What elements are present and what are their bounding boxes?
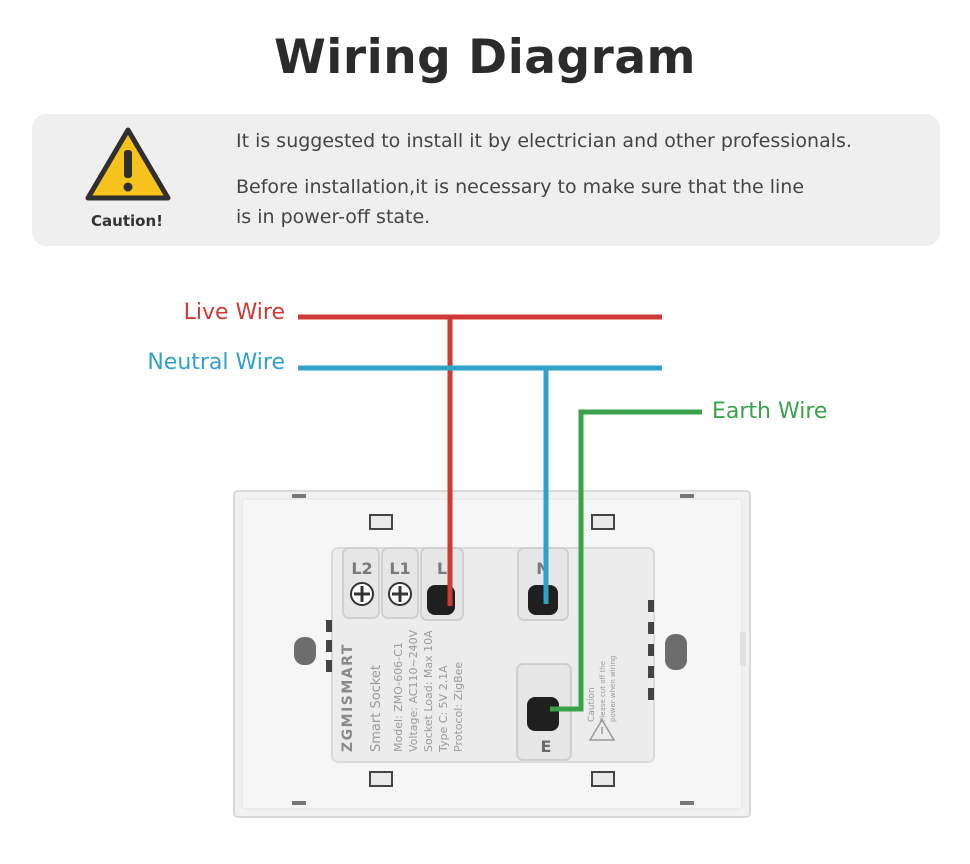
earth-wire bbox=[550, 409, 702, 712]
device-caution-title: Caution bbox=[587, 687, 597, 722]
caution-text-line-3: is in power-off state. bbox=[236, 206, 431, 228]
device-warning-icon bbox=[588, 718, 616, 741]
device-spec-protocol: Protocol: ZigBee bbox=[452, 662, 465, 752]
terminal-label-l: L bbox=[437, 559, 447, 578]
neutral-wire bbox=[298, 365, 662, 604]
terminal-label-e: E bbox=[541, 737, 552, 756]
device-label-group: ZGMISMART Smart Socket Model: ZMO-606-C1… bbox=[340, 629, 465, 753]
caution-text-line-1: It is suggested to install it by electri… bbox=[236, 130, 852, 152]
device-spec-load: Socket Load: Max 10A bbox=[422, 630, 435, 752]
terminal-label-l1: L1 bbox=[389, 559, 410, 578]
caution-text-line-2: Before installation,it is necessary to m… bbox=[236, 176, 805, 198]
neutral-wire-label: Neutral Wire bbox=[147, 350, 285, 375]
caution-label: Caution! bbox=[91, 212, 163, 230]
device-spec-model: Model: ZMO-606-C1 bbox=[392, 642, 405, 752]
device-name: Smart Socket bbox=[369, 665, 384, 752]
device-caution-text-2: power when wiring bbox=[609, 656, 617, 722]
device-caution-text-1: Please cut off the bbox=[599, 661, 607, 722]
earth-wire-label: Earth Wire bbox=[712, 399, 828, 424]
terminal-block-n bbox=[517, 547, 569, 621]
terminal-block-l2 bbox=[342, 547, 380, 619]
page-title: Wiring Diagram bbox=[273, 30, 697, 85]
live-wire-label: Live Wire bbox=[183, 300, 285, 325]
device-spec-voltage: Voltage: AC110~240V bbox=[407, 629, 420, 752]
warning-triangle-icon bbox=[85, 127, 171, 201]
caution-panel: Caution! It is suggested to install it b… bbox=[32, 114, 940, 246]
terminal-block-l1 bbox=[381, 547, 419, 619]
terminal-label-l2: L2 bbox=[351, 559, 372, 578]
live-wire bbox=[298, 314, 662, 606]
device-spec-typec: Type C: 5V 2.1A bbox=[437, 665, 450, 753]
terminal-block-e bbox=[516, 663, 572, 761]
device-caution-group: Caution Please cut off the power when wi… bbox=[587, 656, 617, 722]
device-brand: ZGMISMART bbox=[340, 643, 356, 752]
